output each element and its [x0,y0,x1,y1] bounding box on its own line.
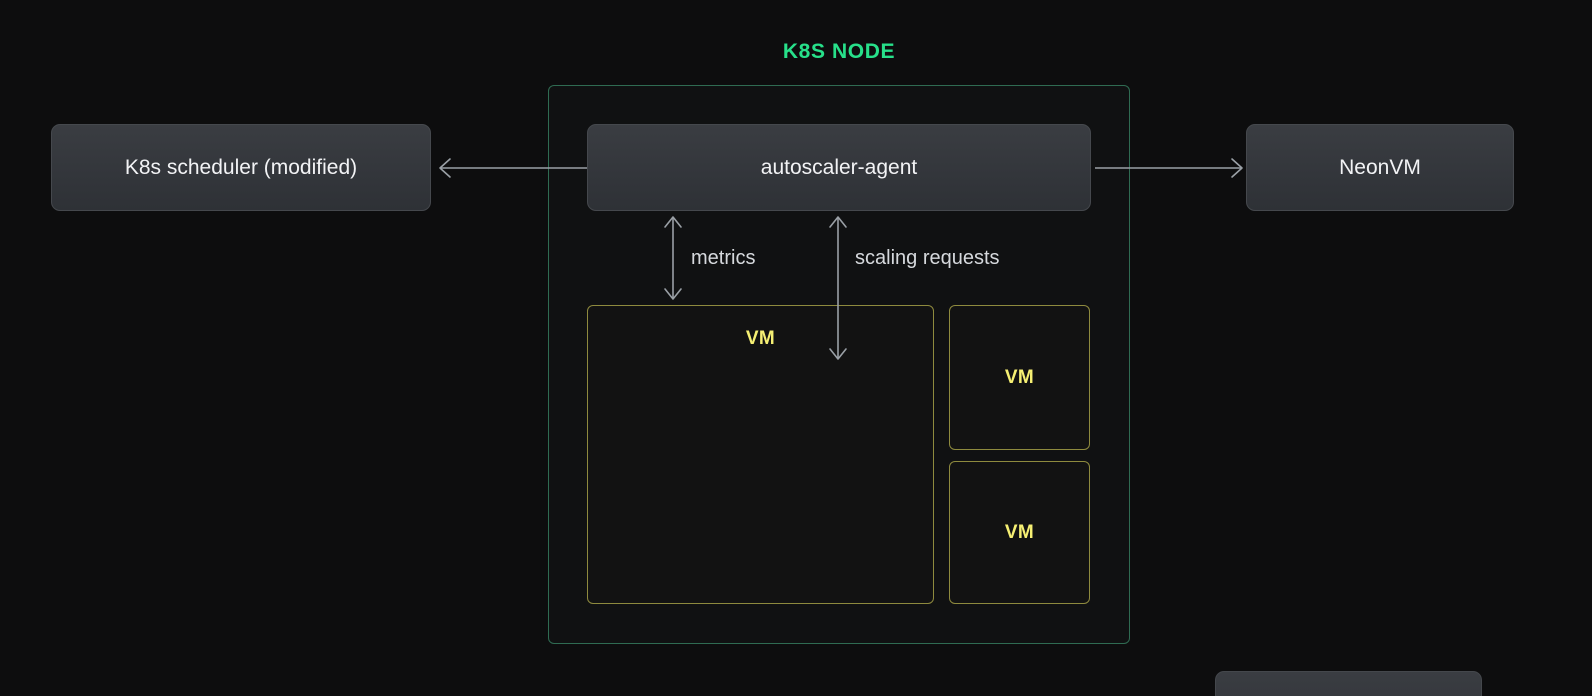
connector-scheduler-arrow [431,150,591,186]
vm-secondary-label-2: VM [1004,521,1035,543]
vm-secondary-box-2[interactable]: VM [949,461,1090,604]
neonvm-box[interactable]: NeonVM [1246,124,1514,211]
scaling-requests-label: scaling requests [855,247,1000,269]
connector-metrics-arrow [655,210,691,306]
metrics-label: metrics [691,247,756,269]
autoscaler-agent-box[interactable]: autoscaler-agent [587,124,1091,211]
connector-neonvm-arrow [1091,150,1251,186]
vm-main-box[interactable]: VM vm-informant Postgres [587,305,1482,696]
vm-secondary-box-1[interactable]: VM [949,305,1090,450]
vm-informant-box[interactable]: vm-informant [1215,671,1482,696]
connector-scaling-requests-arrow [820,210,856,366]
k8s-scheduler-box[interactable]: K8s scheduler (modified) [51,124,431,211]
vm-secondary-label-1: VM [1004,366,1035,388]
page-title: K8S NODE [782,40,896,63]
vm-main-label: VM [745,328,776,349]
